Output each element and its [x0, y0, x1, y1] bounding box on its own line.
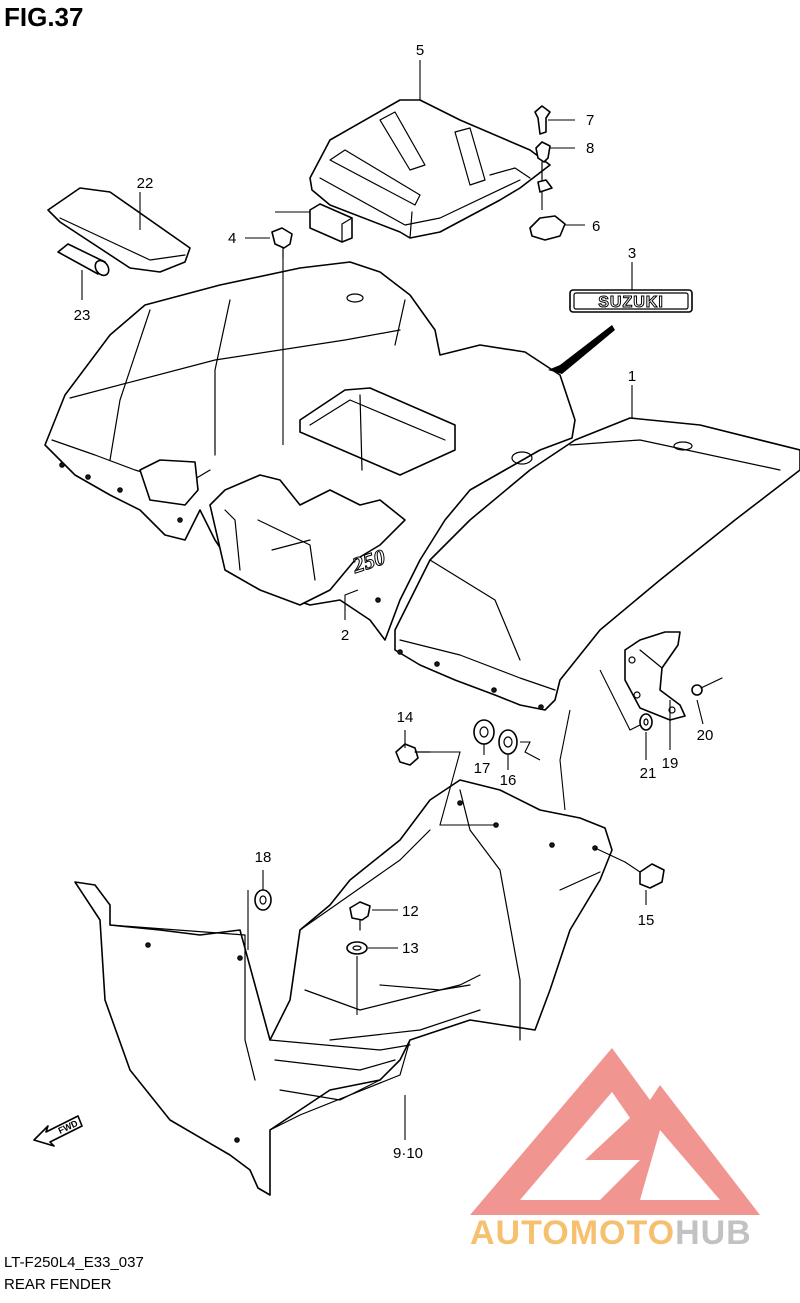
callout-9-10: 9·10 [393, 1145, 423, 1162]
leader-lines [81, 60, 704, 1140]
callout-4: 4 [228, 230, 236, 247]
washer-part-15 [498, 729, 518, 755]
bolt-part-4 [271, 227, 293, 445]
callout-19: 20 [697, 727, 714, 744]
nut-part-13 [395, 743, 431, 766]
callout-5: 5 [416, 42, 424, 59]
fastener-part-7 [534, 105, 551, 135]
screw-part-14 [624, 861, 665, 889]
footrest-part-9-10 [74, 779, 613, 1196]
washer-part-20 [639, 713, 653, 731]
cover-part-5 [309, 99, 551, 239]
callout-11: 12 [402, 903, 419, 920]
emblem-text: SUZUKI [598, 294, 664, 311]
figure-title: FIG.37 [4, 2, 84, 32]
cap-part-6 [529, 215, 566, 241]
callout-2: 2 [341, 627, 349, 644]
washer-part-12 [346, 941, 368, 955]
washer-part-17 [254, 889, 272, 911]
callout-21: 22 [137, 175, 154, 192]
callout-labels: 5 7 8 6 22 23 4 3 1 2 19 20 21 17 16 14 … [74, 42, 714, 1162]
fwd-arrow-icon: FWD [33, 1115, 83, 1147]
callout-8: 8 [586, 140, 594, 157]
bolt-part-11 [349, 901, 371, 931]
watermark-text: AUTOMOTOHUB [470, 1214, 752, 1252]
grommet-part-16 [473, 719, 495, 745]
callout-18: 19 [662, 755, 679, 772]
footer-code: LT-F250L4_E33_037 [4, 1254, 144, 1271]
callout-7: 7 [586, 112, 594, 129]
pad-part-23 [309, 203, 353, 243]
callout-3: 3 [628, 245, 636, 262]
pad-part-21 [47, 187, 191, 273]
fender-part-2: 250 [44, 261, 576, 641]
bolt-part-19 [691, 677, 723, 696]
callout-12: 13 [402, 940, 419, 957]
callout-14: 15 [638, 912, 655, 929]
tube-part-22 [57, 243, 110, 277]
callout-17: 18 [255, 849, 272, 866]
footer-name: REAR FENDER [4, 1276, 112, 1293]
callout-16: 17 [474, 760, 491, 777]
callout-6: 6 [592, 218, 600, 235]
callout-1: 1 [628, 368, 636, 385]
callout-13: 14 [397, 709, 414, 726]
watermark-logo [470, 1048, 760, 1215]
bracket-part-18 [624, 631, 686, 721]
fastener-part-8 [535, 141, 553, 193]
callout-15: 16 [500, 772, 517, 789]
fender-part-1 [394, 417, 800, 711]
emblem-part-3: SUZUKI [548, 289, 693, 374]
callout-20: 21 [640, 765, 657, 782]
callout-22: 23 [74, 307, 91, 324]
